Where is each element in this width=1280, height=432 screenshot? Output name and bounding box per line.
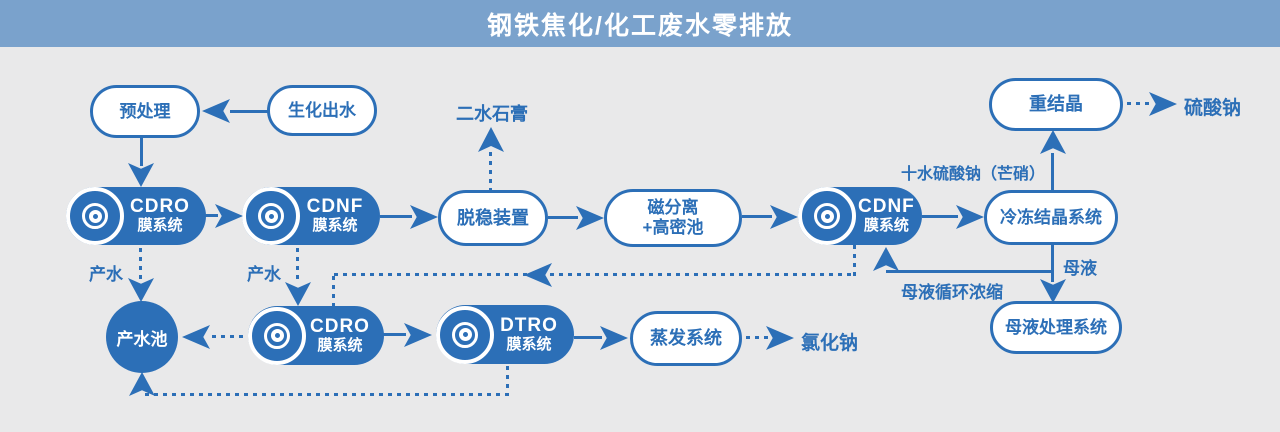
arrowhead-up-icon [478,127,504,152]
line-magsep-to-cdnf2 [742,215,772,218]
node-label: 母液处理系统 [1005,317,1107,337]
line-cdro2-to-dtro [382,333,406,336]
arrowhead-down-icon [128,278,154,302]
title-bar: 钢铁焦化/化工废水零排放 [0,0,1280,47]
arrowhead-right-icon [410,205,438,229]
node-label: 产水池 [116,329,168,349]
node-evaporation-system: 蒸发系统 [630,311,742,366]
node-magnetic-separation: 磁分离 +高密池 [604,189,742,247]
arrowhead-down-icon [1040,279,1066,303]
label-product-water-1: 产水 [89,265,123,284]
line-cdnf1-to-destab [380,215,412,218]
dashed-line-feedback-to-cdro2 [332,276,335,306]
line-freeze-to-recryst [1051,153,1054,190]
node-label: 冷冻结晶系统 [1000,207,1102,227]
line-cdnf2-to-freeze [922,215,958,218]
membrane-disc-icon [242,187,300,245]
arrowhead-up-icon [1040,130,1066,154]
arrowhead-right-icon [576,206,604,230]
node-recrystallization: 重结晶 [989,78,1123,131]
node-label: 预处理 [119,101,171,121]
node-label: 脱稳装置 [457,207,529,228]
membrane-disc-icon [66,187,124,245]
label-mother-liquor-recycle: 母液循环浓缩 [901,283,1003,302]
node-label: 蒸发系统 [650,328,722,349]
dashed-line-cdro2-to-pool [212,335,248,338]
arrowhead-down-icon [285,282,311,306]
line-pretreat-to-cdro1 [140,138,143,166]
dashed-line-cdnf2-down [853,245,856,276]
dashed-line-feedback-horizontal [334,273,855,276]
dashed-line-recryst-to-sodium-sulfate [1127,102,1151,105]
label-gypsum: 二水石膏 [456,104,528,124]
arrowhead-right-icon [770,205,798,229]
dashed-line-evap-to-sodium-chloride [746,336,768,339]
arrowhead-right-icon [766,326,794,350]
arrowhead-left-icon [202,99,230,123]
node-pretreatment: 预处理 [90,85,200,138]
label-mother-liquor: 母液 [1063,259,1097,278]
line-dtro-to-evap [574,336,602,339]
node-mother-liquor-system: 母液处理系统 [990,301,1122,354]
line-mother-liquor-recycle [886,270,1053,273]
arrowhead-right-icon [1149,92,1177,116]
dashed-line-bottom-return [145,393,508,396]
arrowhead-up-icon [129,372,155,396]
label-sodium-sulfate: 硫酸钠 [1184,98,1242,119]
line-cdro1-to-cdnf1 [204,214,218,217]
membrane-disc-icon [798,187,856,245]
node-label: 磁分离 +高密池 [642,198,704,237]
membrane-disc-icon [436,305,494,364]
label-product-water-2: 产水 [247,265,281,284]
node-destabilization-unit: 脱稳装置 [438,190,548,246]
dashed-line-cdnf1-product-water [296,248,299,284]
label-sodium-chloride: 氯化钠 [801,333,859,354]
dashed-line-destab-to-gypsum [489,152,492,190]
arrowhead-right-icon [956,205,984,229]
node-label: 生化出水 [288,100,356,120]
node-freeze-crystallization: 冷冻结晶系统 [984,190,1118,245]
arrowhead-down-icon [128,163,154,187]
line-destab-to-magsep [548,216,578,219]
line-freeze-to-mlsys [1051,245,1054,282]
page-title: 钢铁焦化/化工废水零排放 [487,11,793,40]
node-biochemical-effluent: 生化出水 [267,85,377,136]
arrowhead-right-icon [215,204,243,228]
label-glauber-salt: 十水硫酸钠（芒硝） [901,166,1046,183]
arrowhead-left-icon [182,325,210,349]
line-biochem-to-pretreat [230,110,268,113]
arrowhead-up-icon [873,247,899,271]
arrowhead-right-icon [404,323,432,347]
membrane-disc-icon [248,306,306,365]
dashed-line-cdro1-product-water [139,248,142,280]
node-label: 重结晶 [1029,94,1083,115]
arrowhead-right-icon [600,326,628,350]
node-product-water-pool: 产水池 [106,301,178,373]
dashed-line-dtro-down [506,366,509,396]
